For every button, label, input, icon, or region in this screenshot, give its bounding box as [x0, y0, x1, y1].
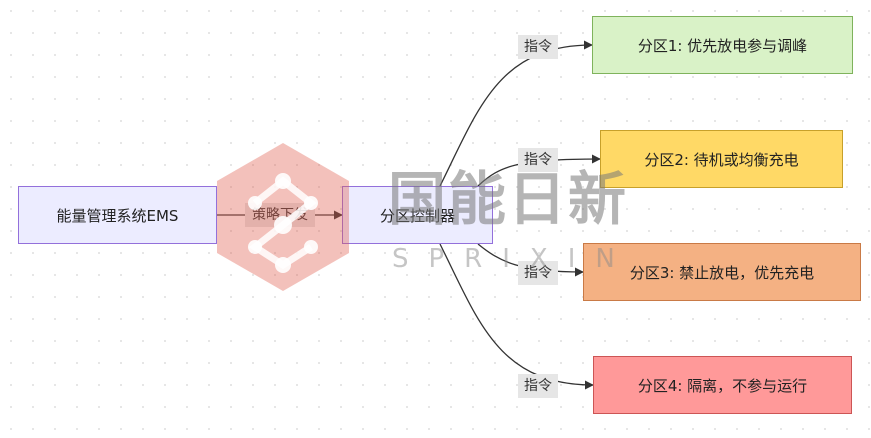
controller-node: 分区控制器	[342, 186, 493, 244]
edge-controller-to-zone4	[439, 243, 594, 390]
watermark-subtext: SPRIXIN	[392, 244, 635, 274]
zone3-node: 分区3: 禁止放电，优先充电	[583, 243, 861, 301]
watermark-logo-icon	[217, 143, 349, 291]
zone1-node-label: 分区1: 优先放电参与调峰	[637, 36, 808, 55]
ems-node-label: 能量管理系统EMS	[56, 206, 179, 225]
zone2-node-label: 分区2: 待机或均衡充电	[644, 150, 799, 169]
zone3-node-label: 分区3: 禁止放电，优先充电	[629, 263, 815, 282]
edge-controller-to-zone1	[439, 40, 593, 187]
edge-label-instruction-1: 指令	[518, 35, 558, 59]
zone4-node-label: 分区4: 隔离，不参与运行	[637, 376, 808, 395]
ems-node: 能量管理系统EMS	[18, 186, 217, 244]
edge-label-instruction-3: 指令	[518, 261, 558, 285]
zone1-node: 分区1: 优先放电参与调峰	[592, 16, 853, 74]
zone4-node: 分区4: 隔离，不参与运行	[593, 356, 852, 414]
edge-controller-to-zone3	[477, 243, 584, 277]
edge-label-instruction-4: 指令	[518, 374, 558, 398]
edge-label-instruction-2: 指令	[518, 148, 558, 172]
watermark-text: 国能日新	[388, 165, 629, 233]
zone2-node: 分区2: 待机或均衡充电	[600, 130, 843, 188]
controller-node-label: 分区控制器	[379, 206, 455, 225]
edge-controller-to-zone2	[477, 154, 601, 187]
